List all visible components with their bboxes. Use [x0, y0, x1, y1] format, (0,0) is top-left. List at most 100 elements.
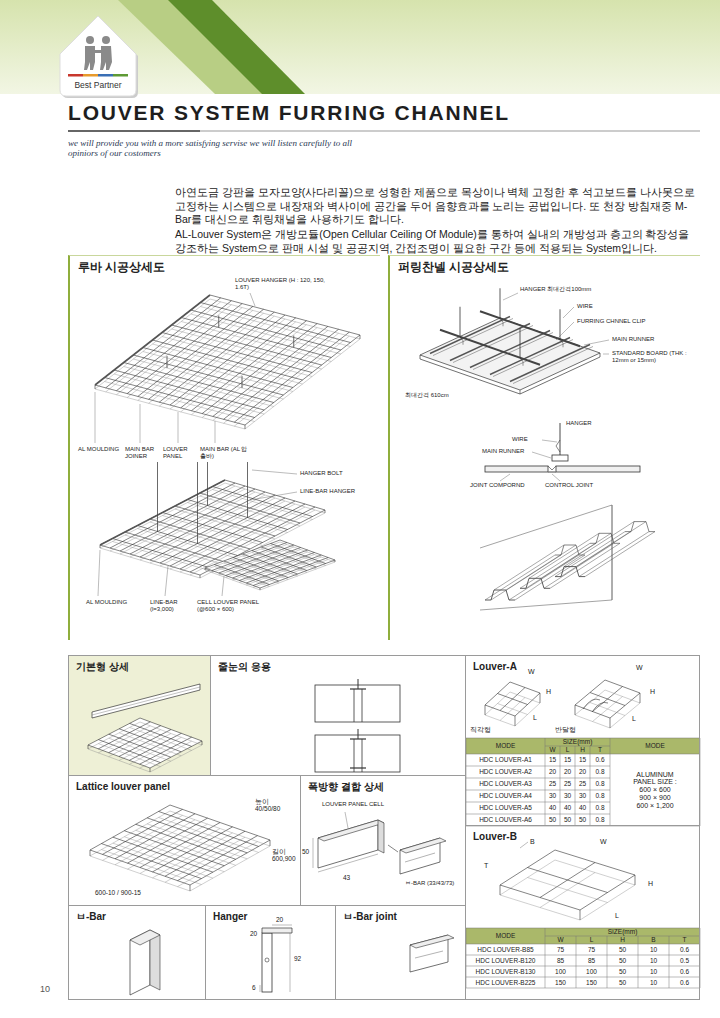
- table-cell: 50: [575, 814, 590, 826]
- table-cell: 20: [575, 766, 590, 778]
- table-cell: 15: [545, 754, 560, 766]
- drawing-line: [150, 768, 151, 772]
- dimension-letter: W: [636, 664, 643, 672]
- drawing-line: [503, 293, 518, 300]
- drawing-line: [88, 745, 89, 749]
- drawing-line: [466, 955, 700, 956]
- drawing-line: [114, 370, 264, 410]
- drawing-line: [95, 385, 245, 425]
- drawing-shape: [205, 540, 335, 588]
- part-label: AL MOULDING: [78, 446, 123, 453]
- drawing-line: [178, 412, 179, 443]
- drawing-line: [181, 318, 331, 358]
- drawing-line: [313, 838, 314, 868]
- drawing-line: [520, 543, 590, 588]
- drawing-line: [542, 440, 557, 442]
- drawing-line: [405, 853, 435, 862]
- drawing-line: [162, 333, 312, 373]
- title-rule: [68, 130, 200, 132]
- drawing-line: [485, 715, 515, 726]
- drawing-line: [250, 492, 297, 500]
- table-cell: 50: [607, 944, 638, 955]
- drawing-line: [98, 550, 100, 596]
- dimension-text: 92: [294, 955, 301, 962]
- drawing-line: [545, 746, 610, 747]
- part-label: LINE-BAR HANGER: [300, 488, 370, 495]
- part-label: MAIN BAR JOINER: [125, 446, 159, 460]
- table-cell: 0.8: [590, 766, 610, 778]
- drawing-line: [140, 492, 265, 557]
- drawing-line: [163, 516, 263, 546]
- drawing-line: [140, 718, 202, 741]
- table-cell: 50: [607, 977, 638, 988]
- drawing-line: [491, 555, 561, 600]
- section-heading: ㅂ-Bar joint: [336, 906, 404, 928]
- table-cell: HDC LOUVER-A1: [466, 754, 545, 766]
- drawing-line: [466, 790, 610, 791]
- dimension-letter: L: [615, 912, 619, 920]
- person-icon: [86, 36, 94, 44]
- drawing-line: [90, 850, 91, 856]
- table-cell: L: [576, 936, 607, 944]
- drawing-shape: [378, 820, 384, 853]
- drawing-line: [100, 548, 200, 578]
- drawing-line: [466, 966, 700, 967]
- subtitle: we will provide you with a more satisfyi…: [68, 138, 358, 159]
- detail-cell: 줄눈의 응용: [210, 655, 466, 776]
- table-cell: 0.6: [590, 754, 610, 766]
- part-label: HANGER 최대간격100mm: [520, 286, 620, 293]
- drawing-line: [100, 480, 225, 545]
- section-heading: Louver-A: [466, 657, 524, 676]
- drawing-line: [354, 739, 355, 772]
- person-icon: [102, 36, 110, 44]
- drawing-line: [638, 936, 639, 988]
- table-cell: H: [575, 746, 590, 754]
- drawing-line: [133, 355, 283, 395]
- drawing-shape: [466, 928, 700, 944]
- drawing-line: [175, 509, 275, 539]
- section-heading: ㅂ-Bar: [69, 906, 113, 928]
- drawing-line: [109, 734, 171, 757]
- drawing-line: [466, 814, 610, 815]
- drawing-line: [564, 522, 634, 567]
- drawing-line: [119, 733, 181, 756]
- badge-text: Best Partner: [50, 80, 146, 90]
- drawing-line: [130, 727, 192, 750]
- dimension-letter: L: [533, 714, 537, 722]
- drawing-line: [95, 385, 96, 389]
- drawing-line: [510, 345, 590, 382]
- page-number: 10: [40, 984, 50, 994]
- drawing-line: [88, 722, 140, 749]
- drawing-line: [362, 689, 363, 722]
- detail-cell: ㅂ-Bar joint: [335, 905, 466, 1000]
- table-cell: 75: [545, 944, 576, 955]
- drawing-line: [153, 340, 303, 380]
- table-cell: 25: [545, 778, 560, 790]
- table-cell: HDC LOUVER-A6: [466, 814, 545, 826]
- drawing-line: [95, 295, 210, 385]
- section-heading: Lattice louver panel: [69, 777, 177, 796]
- drawing-line: [260, 985, 261, 992]
- drawing-line: [233, 550, 308, 578]
- drawing-line: [167, 356, 168, 368]
- drawing-line: [498, 704, 528, 715]
- drawing-line: [90, 856, 190, 891]
- drawing-line: [354, 689, 355, 722]
- drawing-shape: [130, 930, 160, 945]
- drawing-line: [545, 928, 546, 988]
- drawing-line: [529, 533, 599, 578]
- drawing-line: [101, 844, 201, 879]
- drawing-line: [498, 694, 528, 705]
- table-cell: HDC LOUVER-B120: [466, 955, 545, 966]
- drawing-line: [669, 936, 670, 988]
- part-label: JOINT COMPORND: [470, 482, 530, 489]
- drawing-line: [460, 307, 461, 337]
- table-cell: 0.6: [669, 944, 700, 955]
- drawing-line: [579, 532, 649, 577]
- drawing-line: [98, 744, 160, 767]
- section-heading: Louver-B: [466, 827, 524, 846]
- table-cell: 40: [560, 802, 575, 814]
- drawing-line: [247, 462, 248, 518]
- drawing-line: [345, 812, 348, 828]
- drawing-line: [500, 474, 510, 481]
